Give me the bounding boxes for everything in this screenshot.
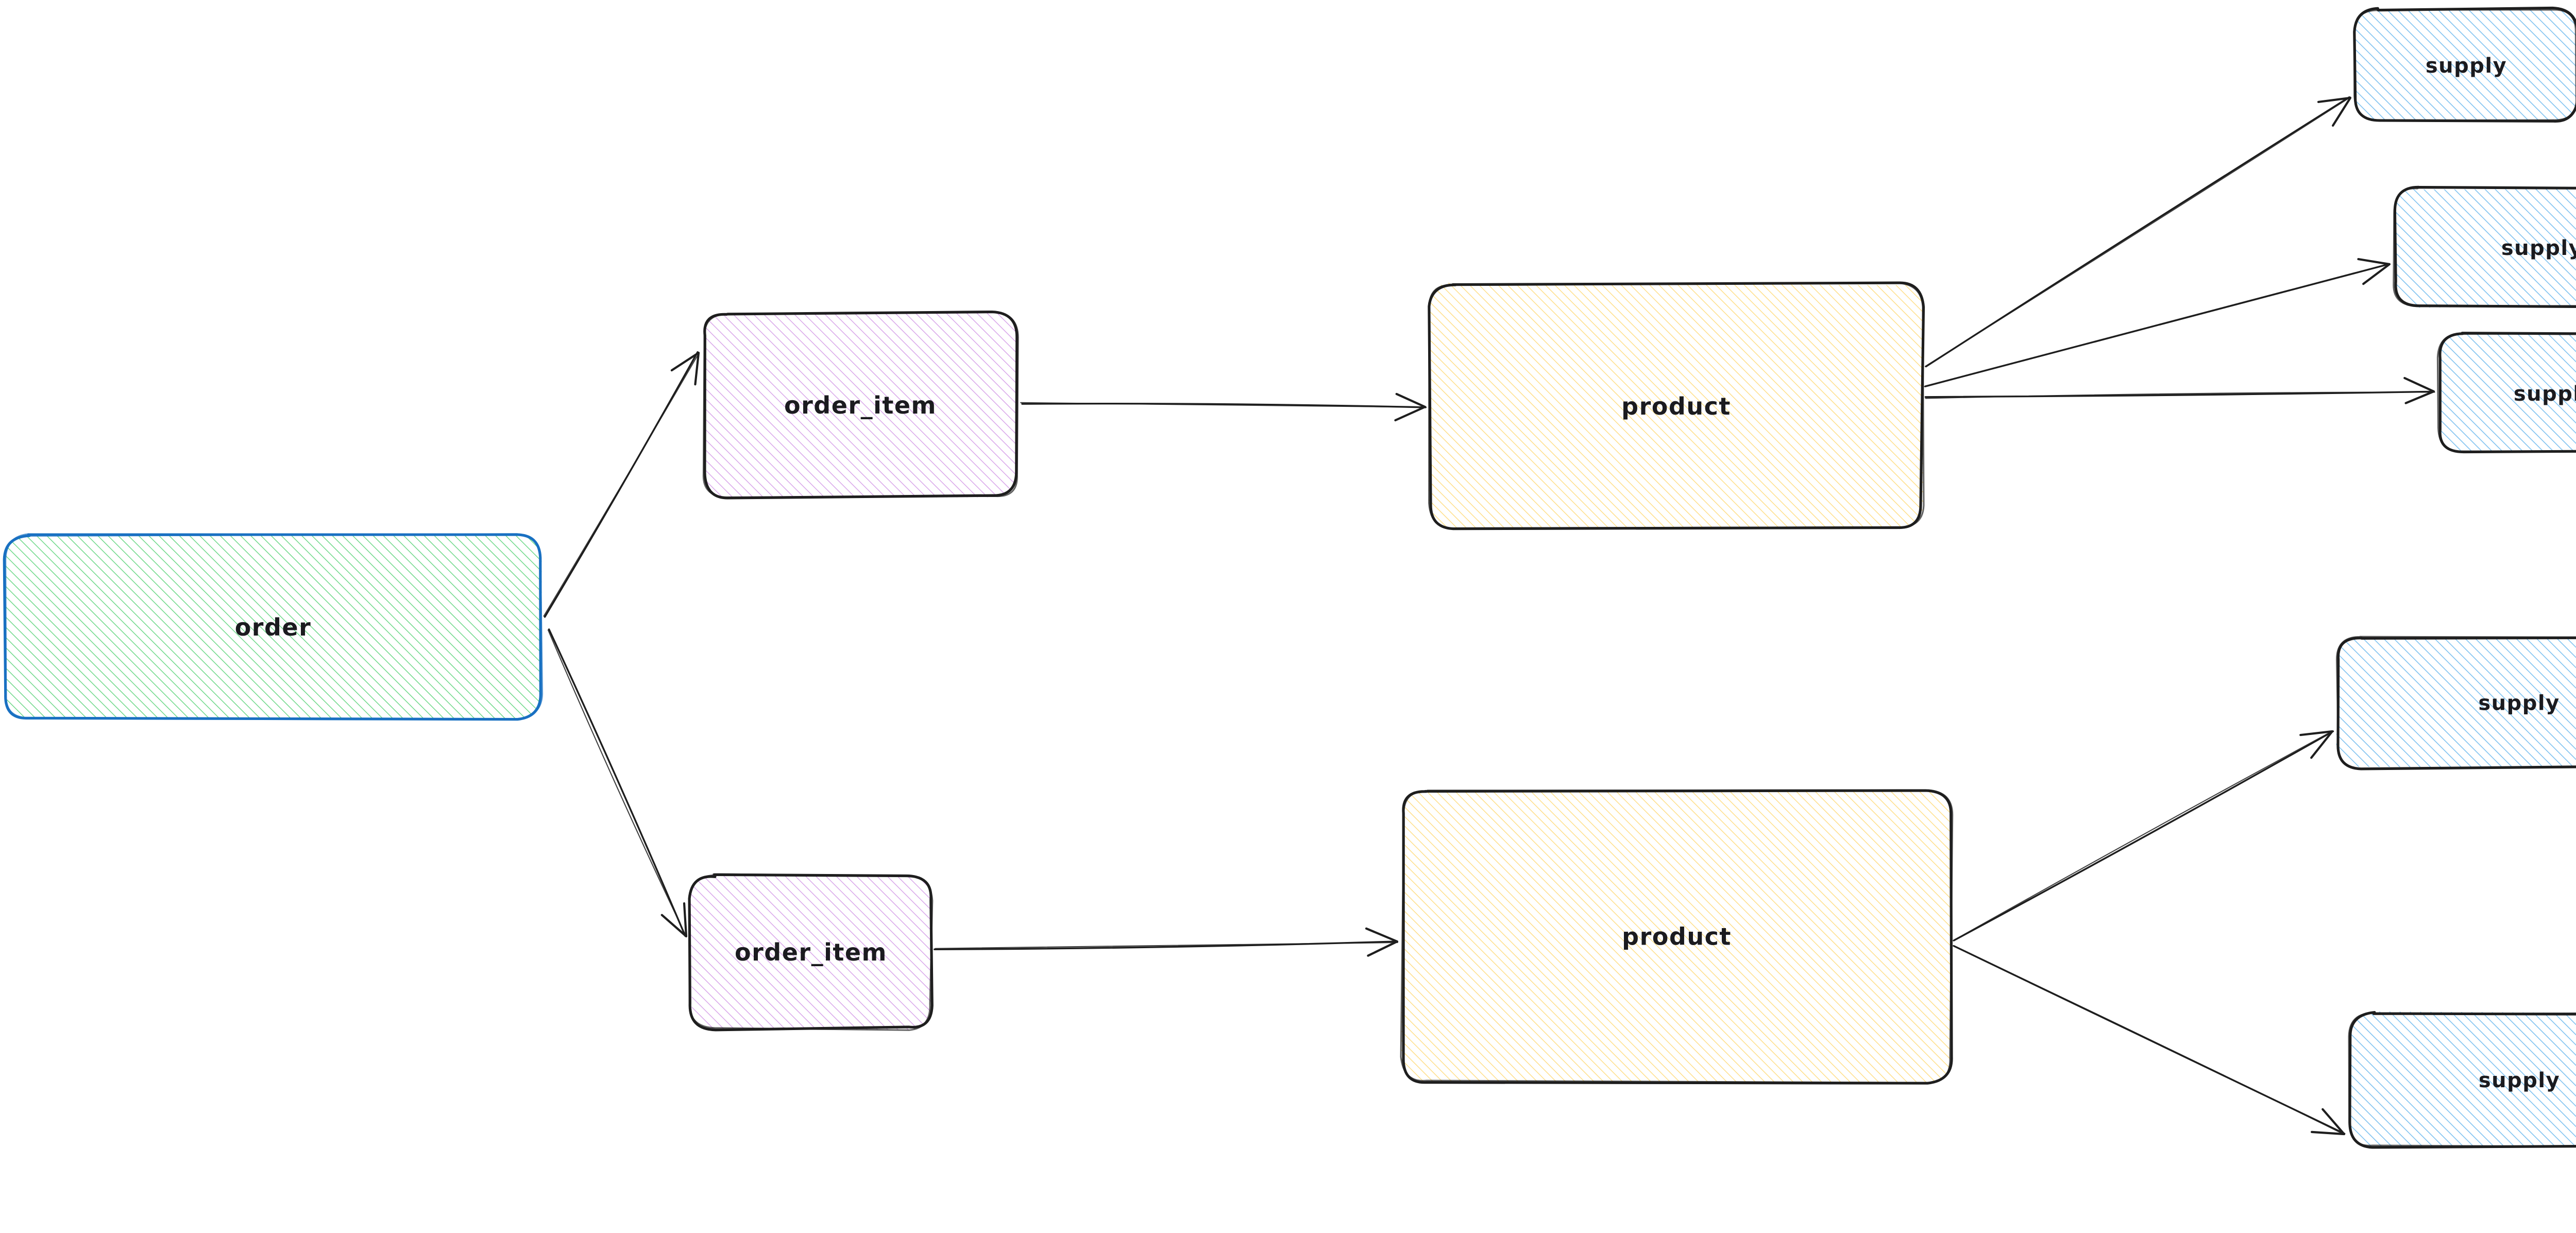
node-label-order: order bbox=[235, 613, 312, 641]
node-fill bbox=[1401, 791, 1952, 1084]
node-outline bbox=[688, 873, 934, 1031]
node-outline bbox=[1400, 789, 1954, 1084]
node-product_1[interactable]: product bbox=[1428, 281, 1925, 530]
edge-layer bbox=[543, 96, 2435, 1136]
edge-product_1-to-supply_1[interactable] bbox=[1924, 96, 2352, 368]
node-fill bbox=[5, 534, 543, 720]
arrowhead-icon bbox=[2299, 730, 2334, 759]
node-outline bbox=[2353, 9, 2576, 122]
node-fill bbox=[1429, 282, 1923, 528]
node-outline bbox=[1402, 789, 1953, 1085]
node-order_item_1[interactable]: order_item bbox=[702, 310, 1019, 500]
arrowhead-icon bbox=[2317, 96, 2352, 127]
edge-product_1-to-supply_3[interactable] bbox=[1924, 376, 2435, 404]
edge-product_2-to-supply_5[interactable] bbox=[1953, 945, 2346, 1136]
node-outline bbox=[702, 311, 1019, 498]
node-fill bbox=[690, 874, 932, 1030]
node-fill bbox=[2438, 333, 2576, 453]
edge-order_item_1-to-product_1[interactable] bbox=[1020, 392, 1427, 422]
node-fill bbox=[2349, 1012, 2576, 1147]
node-label-product_2: product bbox=[1622, 923, 1732, 951]
node-label-supply_4: supply bbox=[2478, 692, 2560, 715]
node-supply_1[interactable]: supply bbox=[2353, 6, 2576, 123]
edge-order_item_2-to-product_2[interactable] bbox=[934, 927, 1399, 957]
node-label-supply_1: supply bbox=[2426, 54, 2507, 78]
node-label-order_item_2: order_item bbox=[735, 938, 887, 966]
arrowhead-icon bbox=[2311, 1108, 2346, 1136]
node-supply_2[interactable]: supply bbox=[2393, 185, 2576, 308]
node-outline bbox=[5, 533, 544, 720]
node-fill bbox=[2336, 636, 2576, 768]
arrowhead-icon bbox=[660, 902, 688, 938]
arrowhead-icon bbox=[1394, 392, 1427, 422]
arrowhead-icon bbox=[2403, 376, 2435, 404]
node-label-product_1: product bbox=[1621, 392, 1731, 420]
node-outline bbox=[1428, 282, 1925, 529]
node-fill bbox=[703, 313, 1019, 499]
node-label-supply_3: supply bbox=[2514, 382, 2576, 406]
edge-product_2-to-supply_4[interactable] bbox=[1953, 730, 2334, 941]
node-supply_4[interactable]: supply bbox=[2335, 636, 2576, 770]
node-outline bbox=[2348, 1011, 2576, 1149]
node-supply_5[interactable]: supply bbox=[2348, 1011, 2576, 1149]
node-layer: orderorder_itemorder_itemproductproducts… bbox=[3, 6, 2576, 1149]
node-label-supply_5: supply bbox=[2479, 1069, 2560, 1092]
arrowhead-icon bbox=[670, 351, 700, 386]
edge-order-to-order_item_2[interactable] bbox=[547, 628, 688, 938]
node-product_2[interactable]: product bbox=[1400, 789, 1954, 1085]
node-outline bbox=[2335, 636, 2576, 769]
node-order_item_2[interactable]: order_item bbox=[688, 873, 934, 1032]
node-fill bbox=[2394, 189, 2576, 308]
node-label-order_item_1: order_item bbox=[784, 391, 937, 419]
edge-product_1-to-supply_2[interactable] bbox=[1924, 258, 2391, 387]
node-supply_3[interactable]: supply bbox=[2436, 332, 2576, 454]
node-outline bbox=[2436, 333, 2576, 453]
node-outline bbox=[2348, 1012, 2576, 1148]
node-outline bbox=[2393, 187, 2576, 307]
arrowhead-icon bbox=[1365, 927, 1399, 957]
node-fill bbox=[2354, 8, 2576, 122]
node-order[interactable]: order bbox=[3, 533, 544, 721]
node-label-supply_2: supply bbox=[2501, 236, 2576, 260]
edge-order-to-order_item_1[interactable] bbox=[543, 351, 700, 618]
arrowhead-icon bbox=[2357, 258, 2391, 285]
